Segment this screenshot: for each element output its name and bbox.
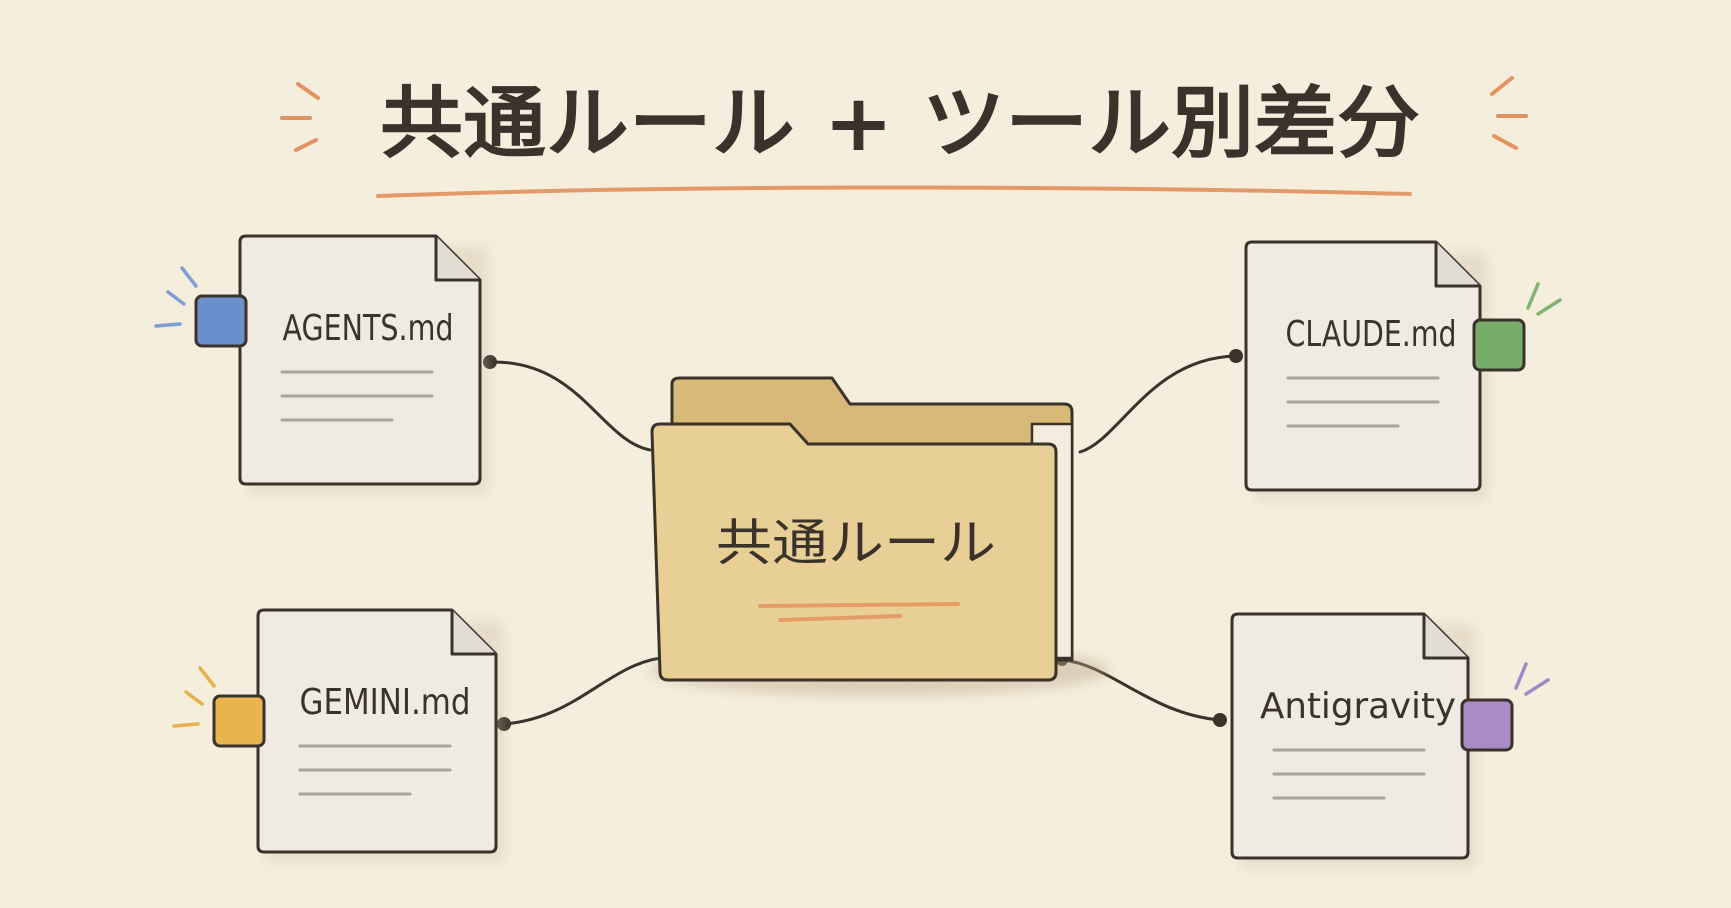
title-group: 共通ルール + ツール別差分	[280, 76, 1528, 198]
file-text-lines	[280, 370, 434, 422]
connector-dot	[1213, 713, 1227, 727]
file-page	[256, 608, 498, 854]
file-page	[238, 234, 482, 486]
agents-file-sparkle	[154, 266, 198, 328]
claude-file-label: CLAUDE.md	[1286, 314, 1457, 355]
center-folder: 共通ルール	[650, 376, 1110, 696]
center-label-underline	[758, 602, 960, 622]
connector-agents	[488, 360, 652, 452]
claude-file-tab	[1472, 318, 1526, 372]
agents-file-tab	[194, 294, 248, 348]
file-folded-corner	[434, 236, 480, 282]
claude-file-sparkle	[1526, 282, 1562, 316]
agents-file-card: AGENTS.md	[154, 234, 488, 494]
gemini-file-tab	[212, 694, 266, 748]
folder-front	[650, 422, 1058, 682]
connector-claude	[1078, 354, 1238, 454]
gemini-file-label: GEMINI.md	[300, 682, 471, 723]
title-sparkle-right	[1490, 76, 1528, 150]
file-folded-corner	[1422, 614, 1468, 660]
antigravity-file-card: Antigravity	[1230, 612, 1550, 868]
file-folded-corner	[450, 610, 496, 656]
file-text-lines	[1286, 376, 1440, 428]
antigravity-file-sparkle	[1514, 662, 1550, 696]
antigravity-file-tab	[1460, 698, 1514, 752]
file-page	[1244, 240, 1482, 492]
gemini-file-card: GEMINI.md	[172, 608, 504, 862]
connector-gemini	[502, 655, 672, 726]
claude-file-card: CLAUDE.md	[1244, 240, 1562, 500]
file-text-lines	[298, 744, 452, 796]
page-title: 共通ルール + ツール別差分	[380, 79, 1420, 169]
title-underline	[376, 185, 1412, 198]
center-label: 共通ルール	[716, 514, 996, 572]
agents-file-label: AGENTS.md	[283, 308, 454, 349]
title-sparkle-left	[280, 82, 320, 152]
file-text-lines	[1272, 748, 1426, 800]
antigravity-file-label: Antigravity	[1260, 686, 1456, 727]
gemini-file-sparkle	[172, 666, 216, 728]
connector-dot	[1229, 349, 1243, 363]
file-folded-corner	[1434, 242, 1480, 288]
